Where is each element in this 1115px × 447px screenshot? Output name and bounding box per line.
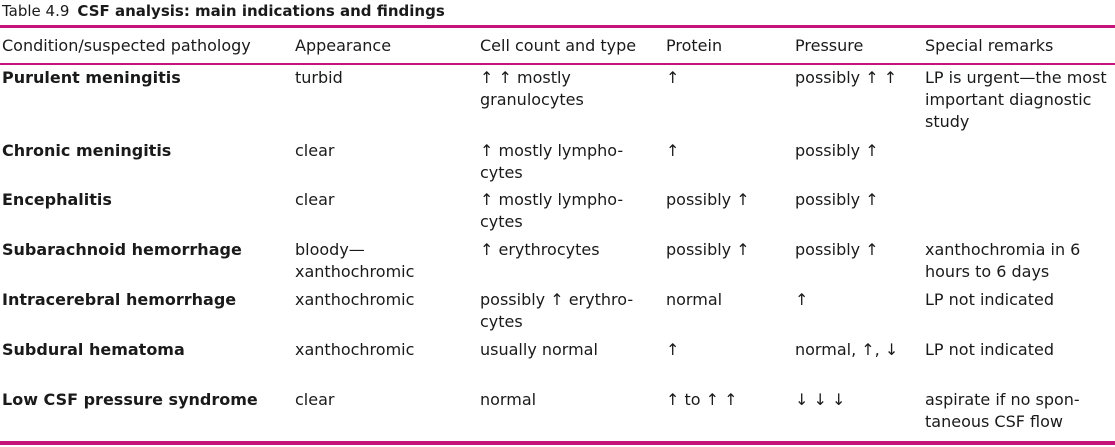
cell-pressure: normal, ↑, ↓ — [795, 340, 899, 359]
cell-cell-count: ↑ ↑ mostly granulocytes — [480, 68, 584, 109]
header-cell-count: Cell count and type — [480, 36, 637, 55]
cell-condition: Encephalitis — [2, 190, 112, 209]
cell-protein: possibly ↑ — [666, 240, 750, 259]
cell-condition: Chronic meningitis — [2, 141, 172, 160]
cell-remarks — [923, 185, 1115, 235]
cell-condition: Intracerebral hemorrhage — [2, 290, 237, 309]
cell-pressure: ↓ ↓ ↓ — [795, 390, 846, 409]
cell-remarks: LP is urgent—the most important diagnost… — [925, 68, 1107, 131]
cell-pressure: possibly ↑ — [795, 190, 879, 209]
cell-appearance: xanthochromic — [295, 290, 415, 309]
cell-cell-count: ↑ mostly lympho-cytes — [480, 190, 624, 231]
cell-appearance: bloody—xanthochromic — [295, 240, 415, 281]
cell-condition: Low CSF pressure syndrome — [2, 390, 258, 409]
table-row: Subdural hematoma xanthochromic usually … — [0, 335, 1115, 385]
cell-cell-count: normal — [480, 390, 537, 409]
table-row: Intracerebral hemorrhage xanthochromic p… — [0, 285, 1115, 335]
cell-condition: Purulent meningitis — [2, 68, 181, 87]
cell-cell-count: ↑ mostly lympho-cytes — [480, 141, 624, 182]
table-row: Chronic meningitis clear ↑ mostly lympho… — [0, 136, 1115, 185]
table-caption: Table 4.9 CSF analysis: main indications … — [2, 1, 445, 21]
cell-appearance: clear — [295, 141, 335, 160]
cell-remarks: LP not indicated — [925, 340, 1054, 359]
cell-condition: Subarachnoid hemorrhage — [2, 240, 242, 259]
cell-protein: ↑ — [666, 340, 680, 359]
cell-protein: possibly ↑ — [666, 190, 750, 209]
header-appearance: Appearance — [295, 36, 392, 55]
table-number: Table 4.9 — [2, 2, 70, 20]
bottom-rule — [0, 441, 1115, 445]
cell-remarks: xanthochromia in 6 hours to 6 days — [925, 240, 1081, 281]
csf-analysis-table: Condition/suspected pathology Appearance… — [0, 28, 1115, 433]
cell-remarks — [923, 136, 1115, 185]
cell-protein: ↑ — [666, 68, 680, 87]
header-condition: Condition/suspected pathology — [2, 36, 251, 55]
cell-pressure: possibly ↑ — [795, 240, 879, 259]
cell-appearance: clear — [295, 390, 335, 409]
table-row: Subarachnoid hemorrhage bloody—xanthochr… — [0, 235, 1115, 285]
cell-protein: normal — [666, 290, 723, 309]
header-row: Condition/suspected pathology Appearance… — [0, 28, 1115, 63]
table-title: CSF analysis: main indications and findi… — [77, 2, 445, 20]
table-row: Low CSF pressure syndrome clear normal ↑… — [0, 385, 1115, 433]
header-remarks: Special remarks — [925, 36, 1054, 55]
cell-pressure: possibly ↑ ↑ — [795, 68, 898, 87]
header-protein: Protein — [666, 36, 723, 55]
cell-pressure: ↑ — [795, 290, 809, 309]
cell-remarks: aspirate if no spon-taneous CSF flow — [925, 390, 1080, 431]
cell-condition: Subdural hematoma — [2, 340, 185, 359]
cell-appearance: xanthochromic — [295, 340, 415, 359]
cell-protein: ↑ to ↑ ↑ — [666, 390, 738, 409]
cell-cell-count: possibly ↑ erythro-cytes — [480, 290, 634, 331]
header-pressure: Pressure — [795, 36, 864, 55]
cell-remarks: LP not indicated — [925, 290, 1054, 309]
table-row: Purulent meningitis turbid ↑ ↑ mostly gr… — [0, 63, 1115, 136]
table-row: Encephalitis clear ↑ mostly lympho-cytes… — [0, 185, 1115, 235]
top-rule — [0, 25, 1115, 28]
cell-appearance: clear — [295, 190, 335, 209]
cell-pressure: possibly ↑ — [795, 141, 879, 160]
cell-protein: ↑ — [666, 141, 680, 160]
cell-cell-count: usually normal — [480, 340, 598, 359]
cell-appearance: turbid — [295, 68, 343, 87]
header-rule — [0, 63, 1115, 65]
cell-cell-count: ↑ erythrocytes — [480, 240, 600, 259]
